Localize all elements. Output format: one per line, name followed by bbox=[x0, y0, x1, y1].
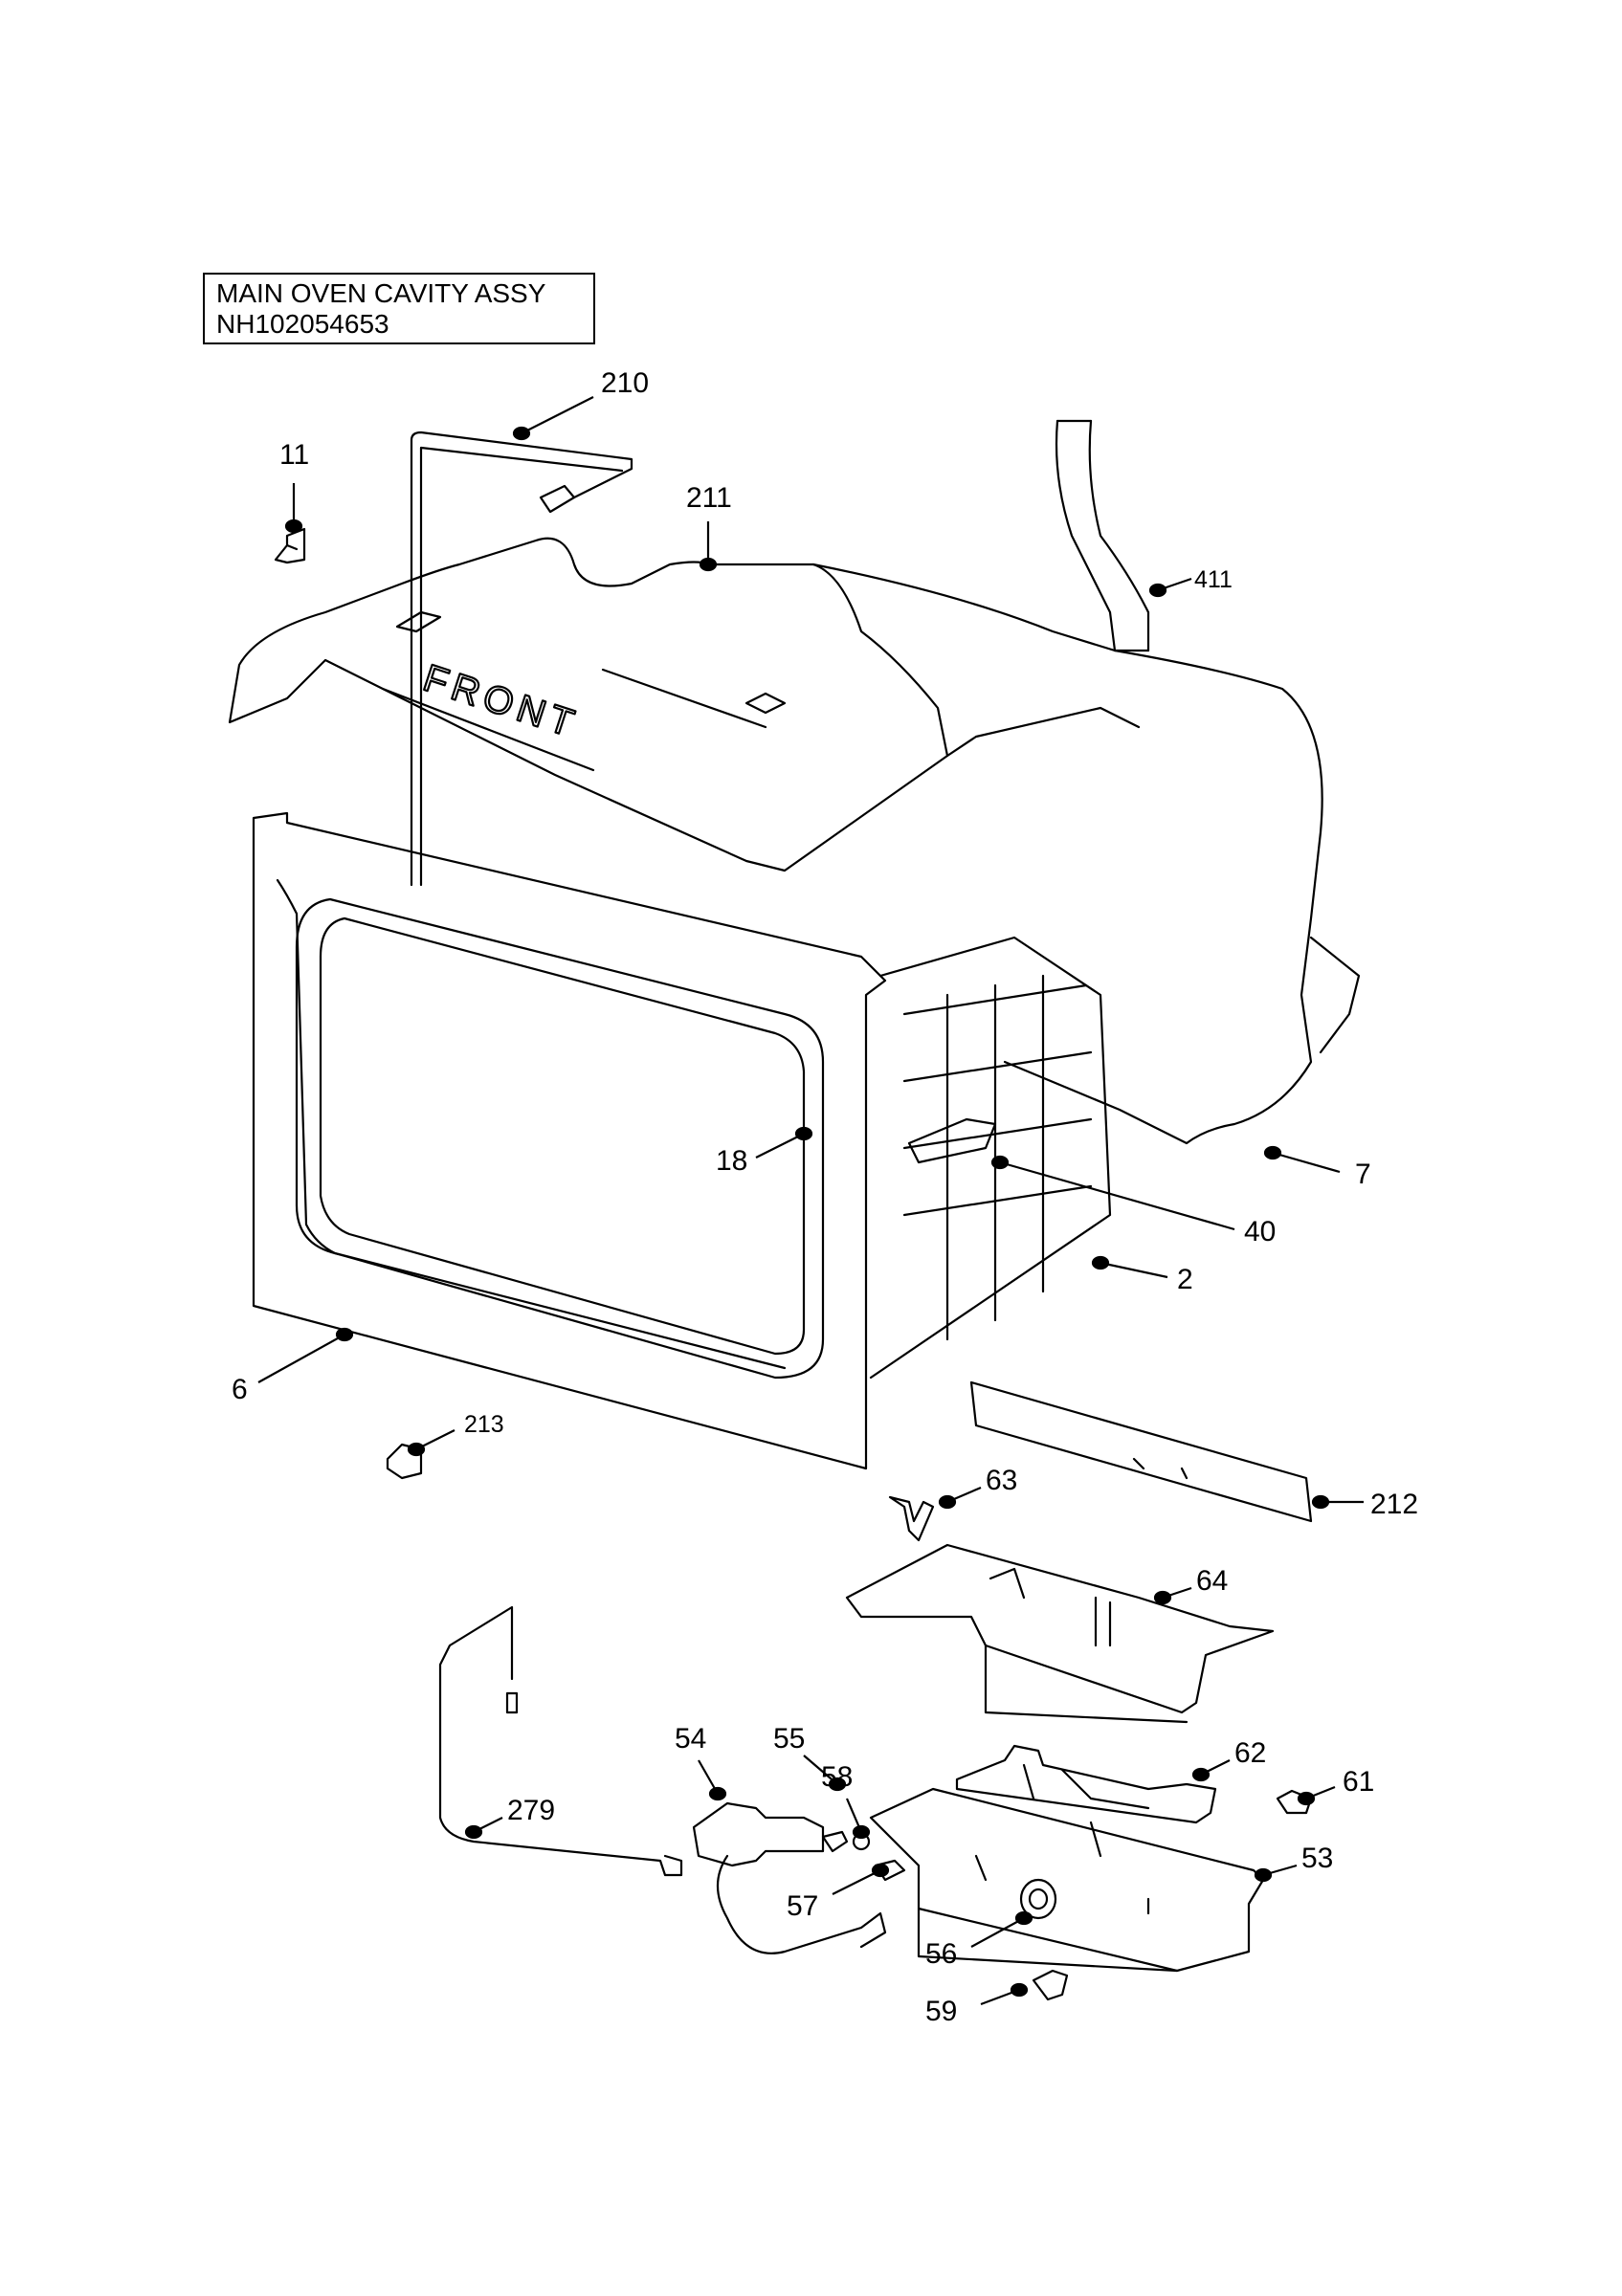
part-2-oven-cavity bbox=[869, 936, 1112, 1380]
part-55-valve-spindle bbox=[821, 1830, 849, 1853]
part-6-front-frame bbox=[252, 811, 887, 1470]
callout-58: 58 bbox=[821, 1761, 853, 1793]
part-212-trim-strip bbox=[969, 1380, 1313, 1523]
part-61-bracket bbox=[1276, 1789, 1313, 1815]
callout-63: 63 bbox=[986, 1465, 1017, 1496]
assembly-title: MAIN OVEN CAVITY ASSY bbox=[216, 278, 546, 308]
callout-6: 6 bbox=[232, 1374, 248, 1405]
callout-56: 56 bbox=[925, 1938, 957, 1970]
callout-55: 55 bbox=[773, 1723, 805, 1755]
assembly-part-number: NH102054653 bbox=[216, 309, 389, 339]
callout-279: 279 bbox=[507, 1795, 555, 1826]
callout-53: 53 bbox=[1301, 1843, 1333, 1874]
callout-40: 40 bbox=[1244, 1216, 1276, 1247]
part-211-top-heat-shield bbox=[228, 537, 949, 872]
part-63-spring-clip bbox=[888, 1495, 935, 1542]
part-54-gas-valve bbox=[692, 1801, 887, 1954]
callout-7: 7 bbox=[1355, 1159, 1371, 1190]
part-18-door-seal bbox=[295, 897, 825, 1380]
part-59-clip bbox=[1032, 1969, 1069, 2001]
part-62-burner-bracket bbox=[955, 1744, 1217, 1824]
callout-64: 64 bbox=[1196, 1565, 1228, 1597]
callout-62: 62 bbox=[1234, 1737, 1266, 1769]
part-7-insulation-blanket bbox=[811, 563, 1361, 1145]
callout-211: 211 bbox=[686, 482, 732, 514]
part-40-shelf-support bbox=[907, 1117, 997, 1164]
callout-57: 57 bbox=[787, 1890, 818, 1922]
callout-411: 411 bbox=[1194, 566, 1233, 593]
callout-212: 212 bbox=[1370, 1489, 1418, 1520]
callout-213: 213 bbox=[464, 1411, 504, 1438]
part-213-clip bbox=[386, 1443, 423, 1480]
callout-18: 18 bbox=[716, 1145, 747, 1177]
callout-61: 61 bbox=[1343, 1766, 1374, 1798]
title-box: MAIN OVEN CAVITY ASSY NH102054653 bbox=[203, 273, 595, 344]
part-11-bracket bbox=[274, 527, 306, 564]
callout-2: 2 bbox=[1177, 1264, 1193, 1295]
callout-59: 59 bbox=[925, 1996, 957, 2027]
part-210-temperature-sensor bbox=[410, 430, 633, 887]
callout-210: 210 bbox=[601, 367, 649, 399]
part-411-flexible-flue-pipe bbox=[1055, 419, 1150, 652]
front-marking: FRONT bbox=[418, 657, 584, 747]
part-279-thermocouple bbox=[438, 1605, 683, 1877]
part-64-base-plate bbox=[845, 1543, 1275, 1724]
callout-11: 11 bbox=[279, 439, 309, 471]
callout-54: 54 bbox=[675, 1723, 706, 1755]
part-56-grommet bbox=[1019, 1878, 1057, 1920]
part-53-burner-tray bbox=[869, 1787, 1265, 1973]
